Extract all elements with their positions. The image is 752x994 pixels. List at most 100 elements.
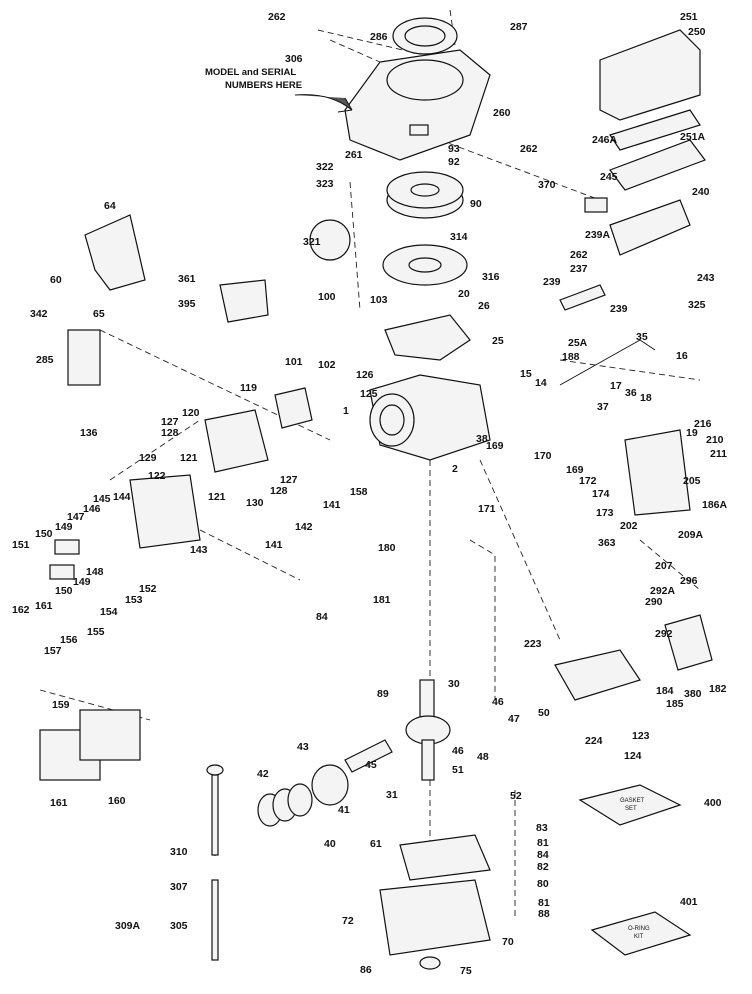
- label-1: 1: [343, 405, 349, 417]
- label-89: 89: [377, 688, 389, 700]
- label-42: 42: [257, 768, 269, 780]
- label-31: 31: [386, 789, 398, 801]
- breather-tube: [559, 284, 606, 311]
- filter-159: [79, 709, 141, 761]
- label-152: 152: [139, 583, 157, 595]
- label-35: 35: [636, 331, 648, 343]
- label-51: 51: [452, 764, 464, 776]
- part-labels: 262 306 286 287 251 250 260 261 93 92 26…: [12, 11, 728, 977]
- label-380: 380: [684, 688, 702, 700]
- label-286: 286: [370, 31, 388, 43]
- label-401: 401: [680, 896, 698, 908]
- label-292: 292: [655, 628, 673, 640]
- model-serial-arrow: [294, 94, 353, 113]
- label-162a: 162: [12, 604, 30, 616]
- label-207: 207: [655, 560, 673, 572]
- label-210: 210: [706, 434, 724, 446]
- label-239A: 239A: [585, 229, 611, 241]
- label-342: 342: [30, 308, 48, 320]
- label-186A: 186A: [702, 499, 728, 511]
- label-72: 72: [342, 915, 354, 927]
- label-400: 400: [704, 797, 722, 809]
- label-90: 90: [470, 198, 482, 210]
- control-assembly: [219, 279, 269, 323]
- ignition-module-inset: [309, 219, 351, 261]
- label-307: 307: [170, 881, 188, 893]
- oring-kit-box: O-RING KIT: [590, 911, 692, 956]
- label-88: 88: [538, 908, 550, 920]
- label-173: 173: [596, 507, 614, 519]
- recoil-starter-screen: [392, 17, 458, 55]
- label-205: 205: [683, 475, 701, 487]
- label-65: 65: [93, 308, 105, 320]
- connecting-rod: [344, 739, 393, 773]
- label-80: 80: [537, 878, 549, 890]
- label-170: 170: [534, 450, 552, 462]
- label-124: 124: [624, 750, 642, 762]
- label-309A: 309A: [115, 920, 141, 932]
- label-250: 250: [688, 26, 706, 38]
- svg-text:O-RING: O-RING: [628, 926, 650, 932]
- label-148a: 148: [86, 566, 104, 578]
- label-322: 322: [316, 161, 334, 173]
- label-169b: 169: [566, 464, 584, 476]
- label-122: 122: [148, 470, 166, 482]
- label-81b: 81: [538, 897, 550, 909]
- label-245: 245: [600, 171, 618, 183]
- dipstick-cap: [206, 764, 224, 776]
- label-202: 202: [620, 520, 638, 532]
- air-cleaner-assembly: [584, 29, 706, 256]
- valve-springs: [49, 539, 80, 580]
- label-314: 314: [450, 231, 468, 243]
- label-316: 316: [482, 271, 500, 283]
- label-155: 155: [87, 626, 105, 638]
- label-243: 243: [697, 272, 715, 284]
- label-145: 145: [93, 493, 111, 505]
- label-43: 43: [297, 741, 309, 753]
- label-64: 64: [104, 200, 116, 212]
- piston-assembly: [257, 764, 349, 827]
- label-149a: 149: [55, 521, 73, 533]
- head-gasket: [274, 387, 313, 429]
- label-239b: 239: [610, 303, 628, 315]
- label-211: 211: [710, 448, 727, 460]
- label-52: 52: [510, 790, 522, 802]
- label-123: 123: [632, 730, 650, 742]
- label-306: 306: [285, 53, 303, 65]
- label-46a: 46: [492, 696, 504, 708]
- label-290: 290: [645, 596, 663, 608]
- cylinder-head: [204, 409, 269, 473]
- label-237: 237: [570, 263, 588, 275]
- label-102: 102: [318, 359, 336, 371]
- baffle-25: [384, 314, 471, 361]
- label-182: 182: [709, 683, 727, 695]
- label-16: 16: [676, 350, 688, 362]
- label-86: 86: [360, 964, 372, 976]
- label-38: 38: [476, 433, 488, 445]
- label-149b: 149: [73, 576, 91, 588]
- label-296: 296: [680, 575, 698, 587]
- label-26: 26: [478, 300, 490, 312]
- label-125: 125: [360, 388, 378, 400]
- label-25A: 25A: [568, 337, 588, 349]
- label-84: 84: [316, 611, 328, 623]
- label-46b: 46: [452, 745, 464, 757]
- label-18: 18: [640, 392, 652, 404]
- label-224: 224: [585, 735, 603, 747]
- label-48: 48: [477, 751, 489, 763]
- intake-elbow: [554, 649, 641, 701]
- label-157: 157: [44, 645, 62, 657]
- label-127a: 127: [161, 416, 179, 428]
- control-bracket: [624, 429, 691, 516]
- label-158: 158: [350, 486, 368, 498]
- label-60: 60: [50, 274, 62, 286]
- label-174: 174: [592, 488, 610, 500]
- blower-housing: [344, 49, 491, 161]
- label-325: 325: [688, 299, 706, 311]
- label-159: 159: [52, 699, 70, 711]
- label-262b: 262: [520, 143, 538, 155]
- stator: [382, 244, 468, 286]
- label-151: 151: [12, 539, 30, 551]
- label-75: 75: [460, 965, 472, 977]
- label-141a: 141: [323, 499, 341, 511]
